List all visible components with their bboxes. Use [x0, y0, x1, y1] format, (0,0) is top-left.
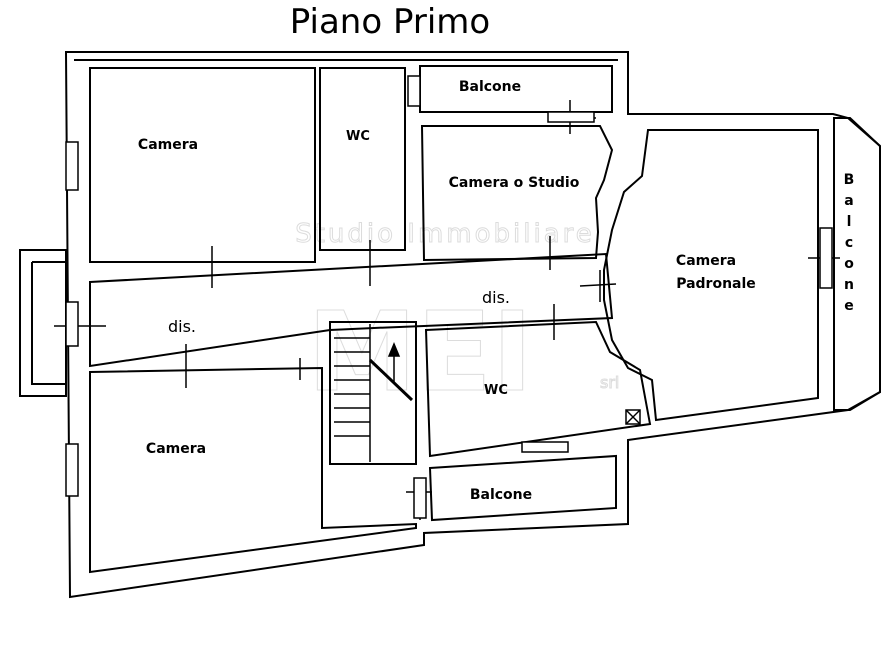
walls — [19, 51, 881, 599]
balcone-right-room — [833, 117, 881, 411]
camera-top-room — [89, 67, 316, 263]
camera-studio-room — [420, 125, 614, 262]
camera-bottom-room — [89, 366, 417, 574]
label-balcone-top: Balcone — [459, 79, 521, 95]
label-camera-top: Camera — [138, 137, 198, 153]
dis-corridor-upper — [89, 252, 614, 368]
floor-plan-title: Piano Primo — [289, 2, 491, 42]
label-camera-bottom: Camera — [146, 441, 206, 457]
shaft-icon — [625, 409, 641, 425]
balcone-bottom-room — [428, 454, 617, 522]
label-balcone-bottom: Balcone — [470, 487, 532, 503]
label-camera-padronale-1: Camera — [676, 253, 736, 269]
stairs — [329, 321, 417, 465]
label-dis-right: dis. — [482, 288, 510, 307]
balcone-left — [19, 249, 67, 397]
watermark-text: Studio Immobiliare — [295, 219, 595, 249]
watermark: Studio Immobiliare MEI srl — [295, 219, 620, 417]
label-balcone-right: Balcone — [841, 172, 857, 319]
label-dis-left: dis. — [168, 317, 196, 336]
label-camera-studio: Camera o Studio — [449, 175, 580, 191]
stair-treads — [334, 324, 414, 462]
camera-padronale-room — [603, 129, 819, 422]
watermark-logo-suffix: srl — [600, 373, 619, 392]
wc-middle-room — [424, 320, 652, 458]
label-camera-padronale-2: Padronale — [676, 276, 756, 292]
windows — [65, 75, 833, 519]
label-wc-middle: WC — [484, 383, 508, 398]
label-wc-top: WC — [346, 129, 370, 144]
wc-top-room — [319, 67, 406, 251]
